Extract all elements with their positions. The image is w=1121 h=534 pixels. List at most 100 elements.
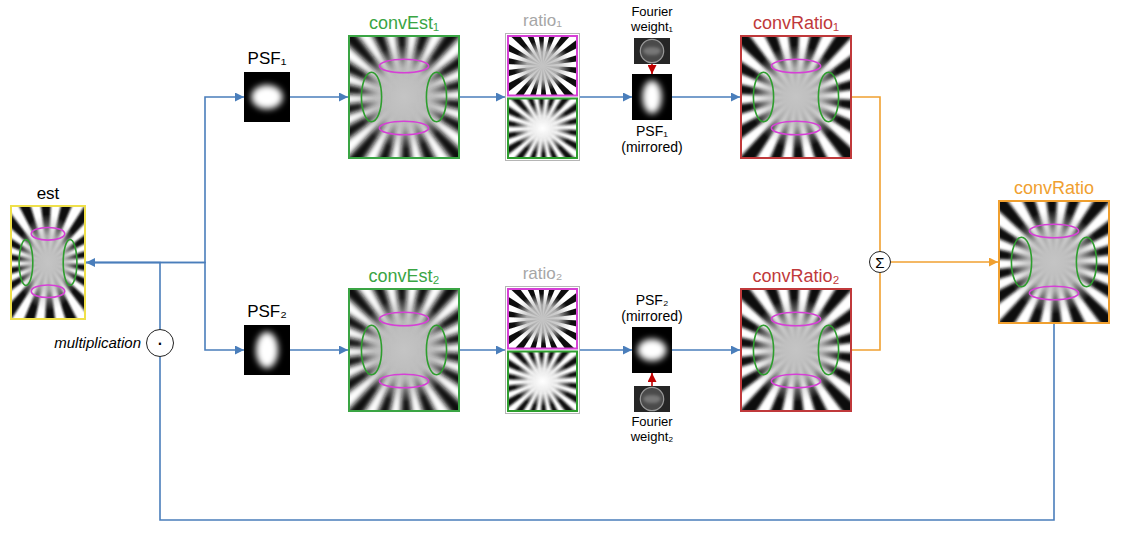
spokes xyxy=(10,205,86,320)
flow-arrow xyxy=(290,96,348,98)
flow-arrow xyxy=(460,349,505,351)
psf-blob xyxy=(256,332,278,368)
flow-arrow xyxy=(290,349,348,351)
image-ground xyxy=(632,327,672,373)
starburst-image xyxy=(508,289,577,349)
flow-arrow xyxy=(651,64,653,74)
region-ellipse xyxy=(31,227,64,240)
region-ellipse xyxy=(771,312,820,326)
spokes xyxy=(998,200,1110,324)
ratio-frame xyxy=(508,99,577,159)
fourier-shade xyxy=(643,395,661,403)
fourier-image xyxy=(634,38,670,64)
psf-blob xyxy=(638,339,667,361)
node-label: Fourier weight₁ xyxy=(620,5,684,35)
ratio-frame xyxy=(508,36,577,96)
sum-symbol: Σ xyxy=(869,251,891,273)
fourier-weight: Fourier weight₁ xyxy=(634,38,670,64)
flow-arrow xyxy=(460,96,505,98)
psf-image: PSF₂ xyxy=(244,325,290,375)
region-ellipse xyxy=(1029,286,1078,300)
flow-arrow xyxy=(86,97,244,263)
flow-arrow xyxy=(160,324,1054,520)
fourier-disc xyxy=(640,387,663,410)
starburst-image xyxy=(348,288,460,412)
node-label: Fourier weight₂ xyxy=(620,415,684,445)
image-center xyxy=(749,45,843,149)
node-label: est xyxy=(37,184,60,204)
image-ground xyxy=(508,36,577,96)
starburst-image xyxy=(10,205,86,320)
region-ellipse xyxy=(31,285,64,298)
operation-note: multiplication xyxy=(54,334,141,351)
image-center xyxy=(514,294,572,344)
flow-arrow xyxy=(891,261,998,263)
psf-image: PSF₁ xyxy=(244,72,290,122)
image-center xyxy=(357,45,451,149)
region-ellipse xyxy=(818,72,838,122)
starburst-image xyxy=(740,288,852,412)
convolved-estimate: convEst₁ xyxy=(348,35,460,159)
region-ellipse xyxy=(1076,237,1096,287)
flow-arrow xyxy=(651,373,653,386)
psf-image xyxy=(632,74,672,120)
mirrored-psf: PSF₁ (mirrored) xyxy=(632,74,672,120)
region-ellipse xyxy=(426,325,446,375)
region-ellipse xyxy=(426,72,446,122)
starburst-image xyxy=(508,99,577,159)
image-ground xyxy=(508,99,577,159)
starburst-image xyxy=(998,200,1110,324)
fourier-disc xyxy=(640,39,663,62)
region-ellipse xyxy=(379,374,428,388)
node-label: PSF₂ xyxy=(247,302,287,322)
node-label: ratio₂ xyxy=(523,264,563,284)
multiply-symbol: · xyxy=(146,329,174,357)
mirrored-psf: PSF₂ (mirrored) xyxy=(632,327,672,373)
region-ellipse xyxy=(818,325,838,375)
psf-blob xyxy=(642,80,661,113)
starburst-image xyxy=(508,352,577,412)
flow-arrow xyxy=(852,97,880,251)
region-ellipse xyxy=(361,325,381,375)
node-label: convRatio₁ xyxy=(753,13,839,34)
flow-arrow xyxy=(672,349,740,351)
node-label: convRatio₂ xyxy=(752,266,839,287)
spokes xyxy=(348,288,460,412)
region-ellipse xyxy=(1029,224,1078,238)
estimate-image: est xyxy=(10,205,86,320)
spokes xyxy=(740,35,852,159)
image-ground xyxy=(244,325,290,375)
ratio-panel: ratio₁ xyxy=(505,33,580,161)
region-ellipse xyxy=(771,374,820,388)
node-label: convEst₂ xyxy=(368,266,439,287)
fourier-shade xyxy=(643,47,661,55)
convolved-estimate: convEst₂ xyxy=(348,288,460,412)
region-ellipse xyxy=(19,240,33,286)
node-label: · xyxy=(156,332,163,354)
spokes xyxy=(508,352,577,412)
node-label: convRatio xyxy=(1014,178,1094,199)
image-center xyxy=(514,356,572,406)
region-ellipse xyxy=(771,121,820,135)
psf-image xyxy=(632,327,672,373)
fourier-weight: Fourier weight₂ xyxy=(634,386,670,412)
flow-arrow xyxy=(672,96,740,98)
region-ellipse xyxy=(63,240,77,286)
spokes xyxy=(508,36,577,96)
starburst-image xyxy=(508,36,577,96)
spokes xyxy=(508,99,577,159)
region-ellipse xyxy=(753,72,773,122)
image-ground xyxy=(634,38,670,64)
node-label: ratio₁ xyxy=(523,11,562,31)
spokes xyxy=(740,288,852,412)
spokes xyxy=(348,35,460,159)
image-center xyxy=(16,214,80,311)
region-ellipse xyxy=(771,59,820,73)
ratio-frame xyxy=(508,289,577,349)
image-ground xyxy=(508,352,577,412)
image-ground xyxy=(634,386,670,412)
region-ellipse xyxy=(379,121,428,135)
region-ellipse xyxy=(753,325,773,375)
region-ellipse xyxy=(361,72,381,122)
